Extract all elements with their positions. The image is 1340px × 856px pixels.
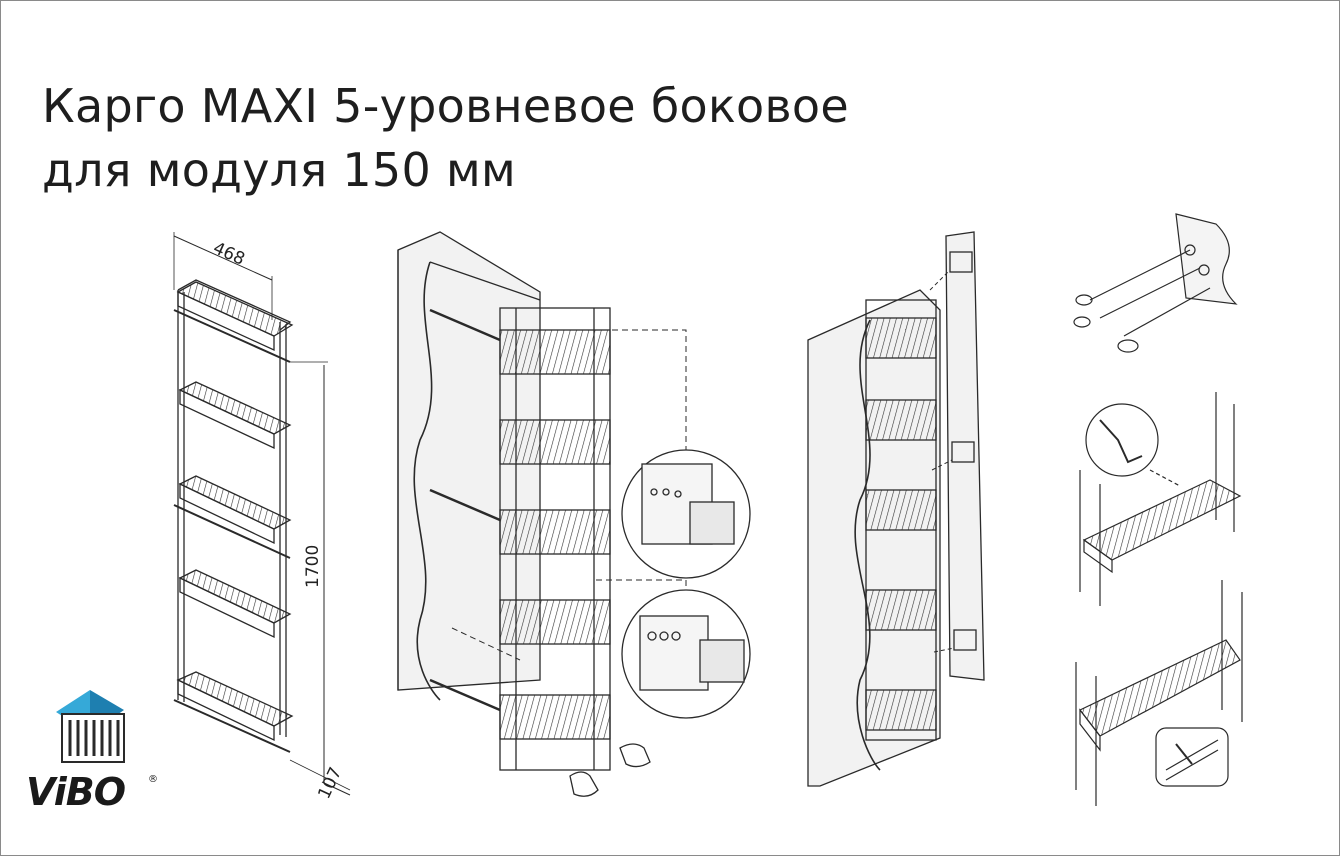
side-baskets <box>865 317 937 731</box>
basket-1 <box>176 281 294 352</box>
dimension-height: 1700 <box>303 545 323 588</box>
cargo-dimensioned-view <box>173 232 351 796</box>
brand-name: ViBO <box>26 770 126 814</box>
basket-frame-detail <box>1075 580 1243 806</box>
basket-5 <box>176 671 294 742</box>
registered-mark: ® <box>148 774 158 785</box>
side-mount-view <box>807 231 985 787</box>
brand-logo-icon <box>56 690 125 763</box>
title-line-1: Карго MAXI 5-уровневое боковое <box>42 79 849 133</box>
dimension-width: 107 <box>314 764 346 802</box>
cabinet-baskets <box>499 329 611 740</box>
cabinet-installed-view <box>397 231 751 797</box>
dimension-depth: 468 <box>210 238 248 269</box>
page-title: Карго MAXI 5-уровневое боковое для модул… <box>42 74 849 202</box>
basket-mount-detail <box>1079 392 1242 606</box>
title-line-2: для модуля 150 мм <box>42 143 516 197</box>
basket-3 <box>178 475 292 545</box>
fittings-detail <box>1073 213 1238 353</box>
basket-4 <box>178 569 292 639</box>
basket-2 <box>178 381 292 450</box>
